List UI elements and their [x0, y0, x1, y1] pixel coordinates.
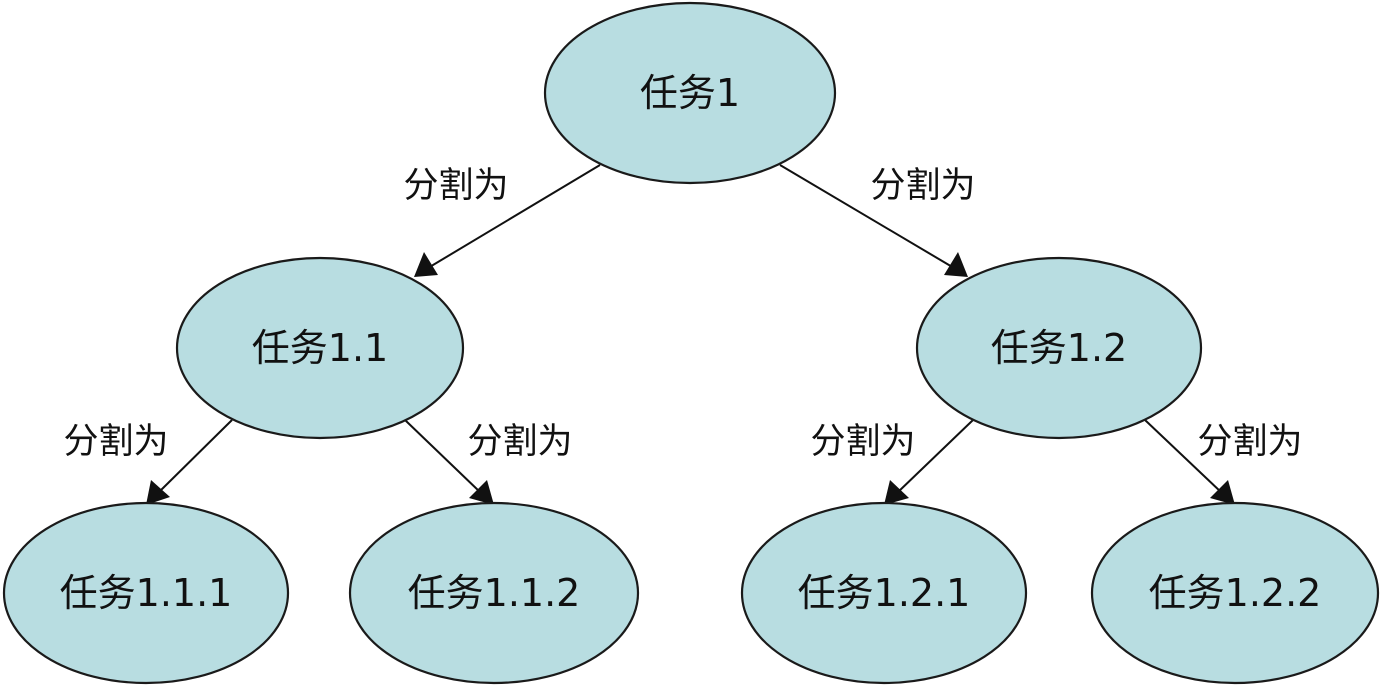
node-task-1-2: 任务1.2 — [915, 256, 1203, 440]
node-task-1-2-2: 任务1.2.2 — [1090, 501, 1380, 685]
edge-label: 分割为 — [870, 166, 975, 206]
node-task-1-2-1: 任务1.2.1 — [740, 501, 1028, 685]
node-label: 任务1.2 — [991, 326, 1127, 370]
edge-1-2-to-1-2-2: 分割为 — [1144, 419, 1303, 505]
node-label: 任务1.1 — [252, 326, 388, 370]
edge-label: 分割为 — [1197, 422, 1302, 462]
node-label: 任务1.2.2 — [1149, 571, 1322, 615]
node-label: 任务1.1.1 — [60, 571, 233, 615]
edge-root-to-1-1: 分割为 — [403, 164, 601, 277]
node-task-1-1: 任务1.1 — [175, 256, 465, 440]
edge-label: 分割为 — [403, 166, 508, 206]
edge-label: 分割为 — [810, 422, 915, 462]
edge-1-2-to-1-2-1: 分割为 — [810, 419, 974, 505]
edge-label: 分割为 — [63, 422, 168, 462]
node-label: 任务1 — [640, 71, 740, 115]
node-label: 任务1.2.1 — [798, 571, 971, 615]
node-task-1: 任务1 — [543, 1, 837, 185]
node-task-1-1-1: 任务1.1.1 — [2, 501, 290, 685]
node-label: 任务1.1.2 — [408, 571, 581, 615]
edge-root-to-1-2: 分割为 — [779, 164, 976, 277]
node-task-1-1-2: 任务1.1.2 — [348, 501, 640, 685]
edge-label: 分割为 — [467, 422, 572, 462]
edge-1-1-to-1-1-1: 分割为 — [63, 419, 233, 505]
edge-1-1-to-1-1-2: 分割为 — [404, 419, 573, 505]
